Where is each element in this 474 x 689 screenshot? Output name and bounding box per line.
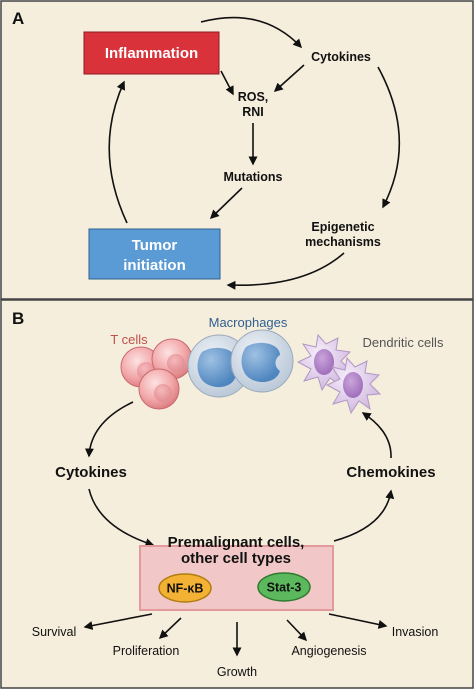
tumor-initiation-line1: Tumor: [132, 237, 178, 254]
dendritic-cells-illustration: [296, 333, 382, 415]
arrow-cytokines-to-ros: [273, 64, 305, 93]
arrow-cytokines-to-premalignant: [88, 488, 155, 547]
inflammation-label: Inflammation: [105, 45, 198, 62]
stat3-pill: [257, 572, 311, 602]
chemokines-label: Chemokines: [346, 464, 435, 481]
cytokines-label-a: Cytokines: [311, 50, 371, 64]
survival-label: Survival: [32, 625, 76, 639]
panel-a-label: A: [12, 9, 24, 28]
cytokines-label-b: Cytokines: [55, 464, 127, 481]
mutations-label: Mutations: [223, 170, 282, 184]
rni-label: RNI: [242, 105, 264, 119]
arrow-tumor-to-inflammation: [108, 80, 128, 224]
growth-label: Growth: [217, 665, 257, 679]
arrow-mutations-to-tumor: [209, 187, 243, 220]
arrow-to-angiogenesis: [286, 619, 308, 642]
arrow-epigenetic-to-tumor: [226, 252, 345, 290]
angiogenesis-label: Angiogenesis: [291, 644, 366, 658]
macrophages-label: Macrophages: [209, 315, 288, 330]
premalignant-line2: other cell types: [181, 550, 291, 567]
premalignant-line1: Premalignant cells,: [168, 534, 305, 551]
macrophages-illustration: [187, 329, 294, 398]
epigenetic-label: Epigenetic: [311, 220, 374, 234]
inflammation-box: [83, 31, 220, 75]
arrow-to-proliferation: [158, 617, 182, 640]
tumor-initiation-line2: initiation: [123, 257, 186, 274]
t-cells-label: T cells: [110, 332, 148, 347]
arrow-inflammation-to-cytokines: [200, 16, 303, 49]
nfkb-pill: [158, 573, 212, 603]
panel-a-background: [0, 0, 474, 300]
mechanisms-label: mechanisms: [305, 235, 381, 249]
proliferation-label: Proliferation: [113, 644, 180, 658]
arrow-inflammation-to-ros: [220, 70, 234, 96]
arrow-chemokines-to-dendritic: [361, 412, 392, 459]
arrow-to-survival: [83, 613, 153, 630]
arrow-to-invasion: [328, 613, 388, 629]
dendritic-cells-label: Dendritic cells: [363, 335, 444, 350]
ros-label: ROS,: [238, 90, 269, 104]
stat3-label: Stat-3: [267, 581, 302, 595]
arrow-t-cells-to-cytokines: [84, 401, 134, 458]
arrow-cytokines-to-epigenetic: [377, 66, 401, 209]
tumor-initiation-box: [88, 228, 221, 280]
panel-b-label: B: [12, 309, 24, 328]
nfkb-label: NF-κB: [167, 582, 204, 596]
invasion-label: Invasion: [392, 625, 439, 639]
arrow-premalignant-to-chemokines: [333, 489, 395, 542]
t-cells-illustration: [120, 338, 193, 410]
